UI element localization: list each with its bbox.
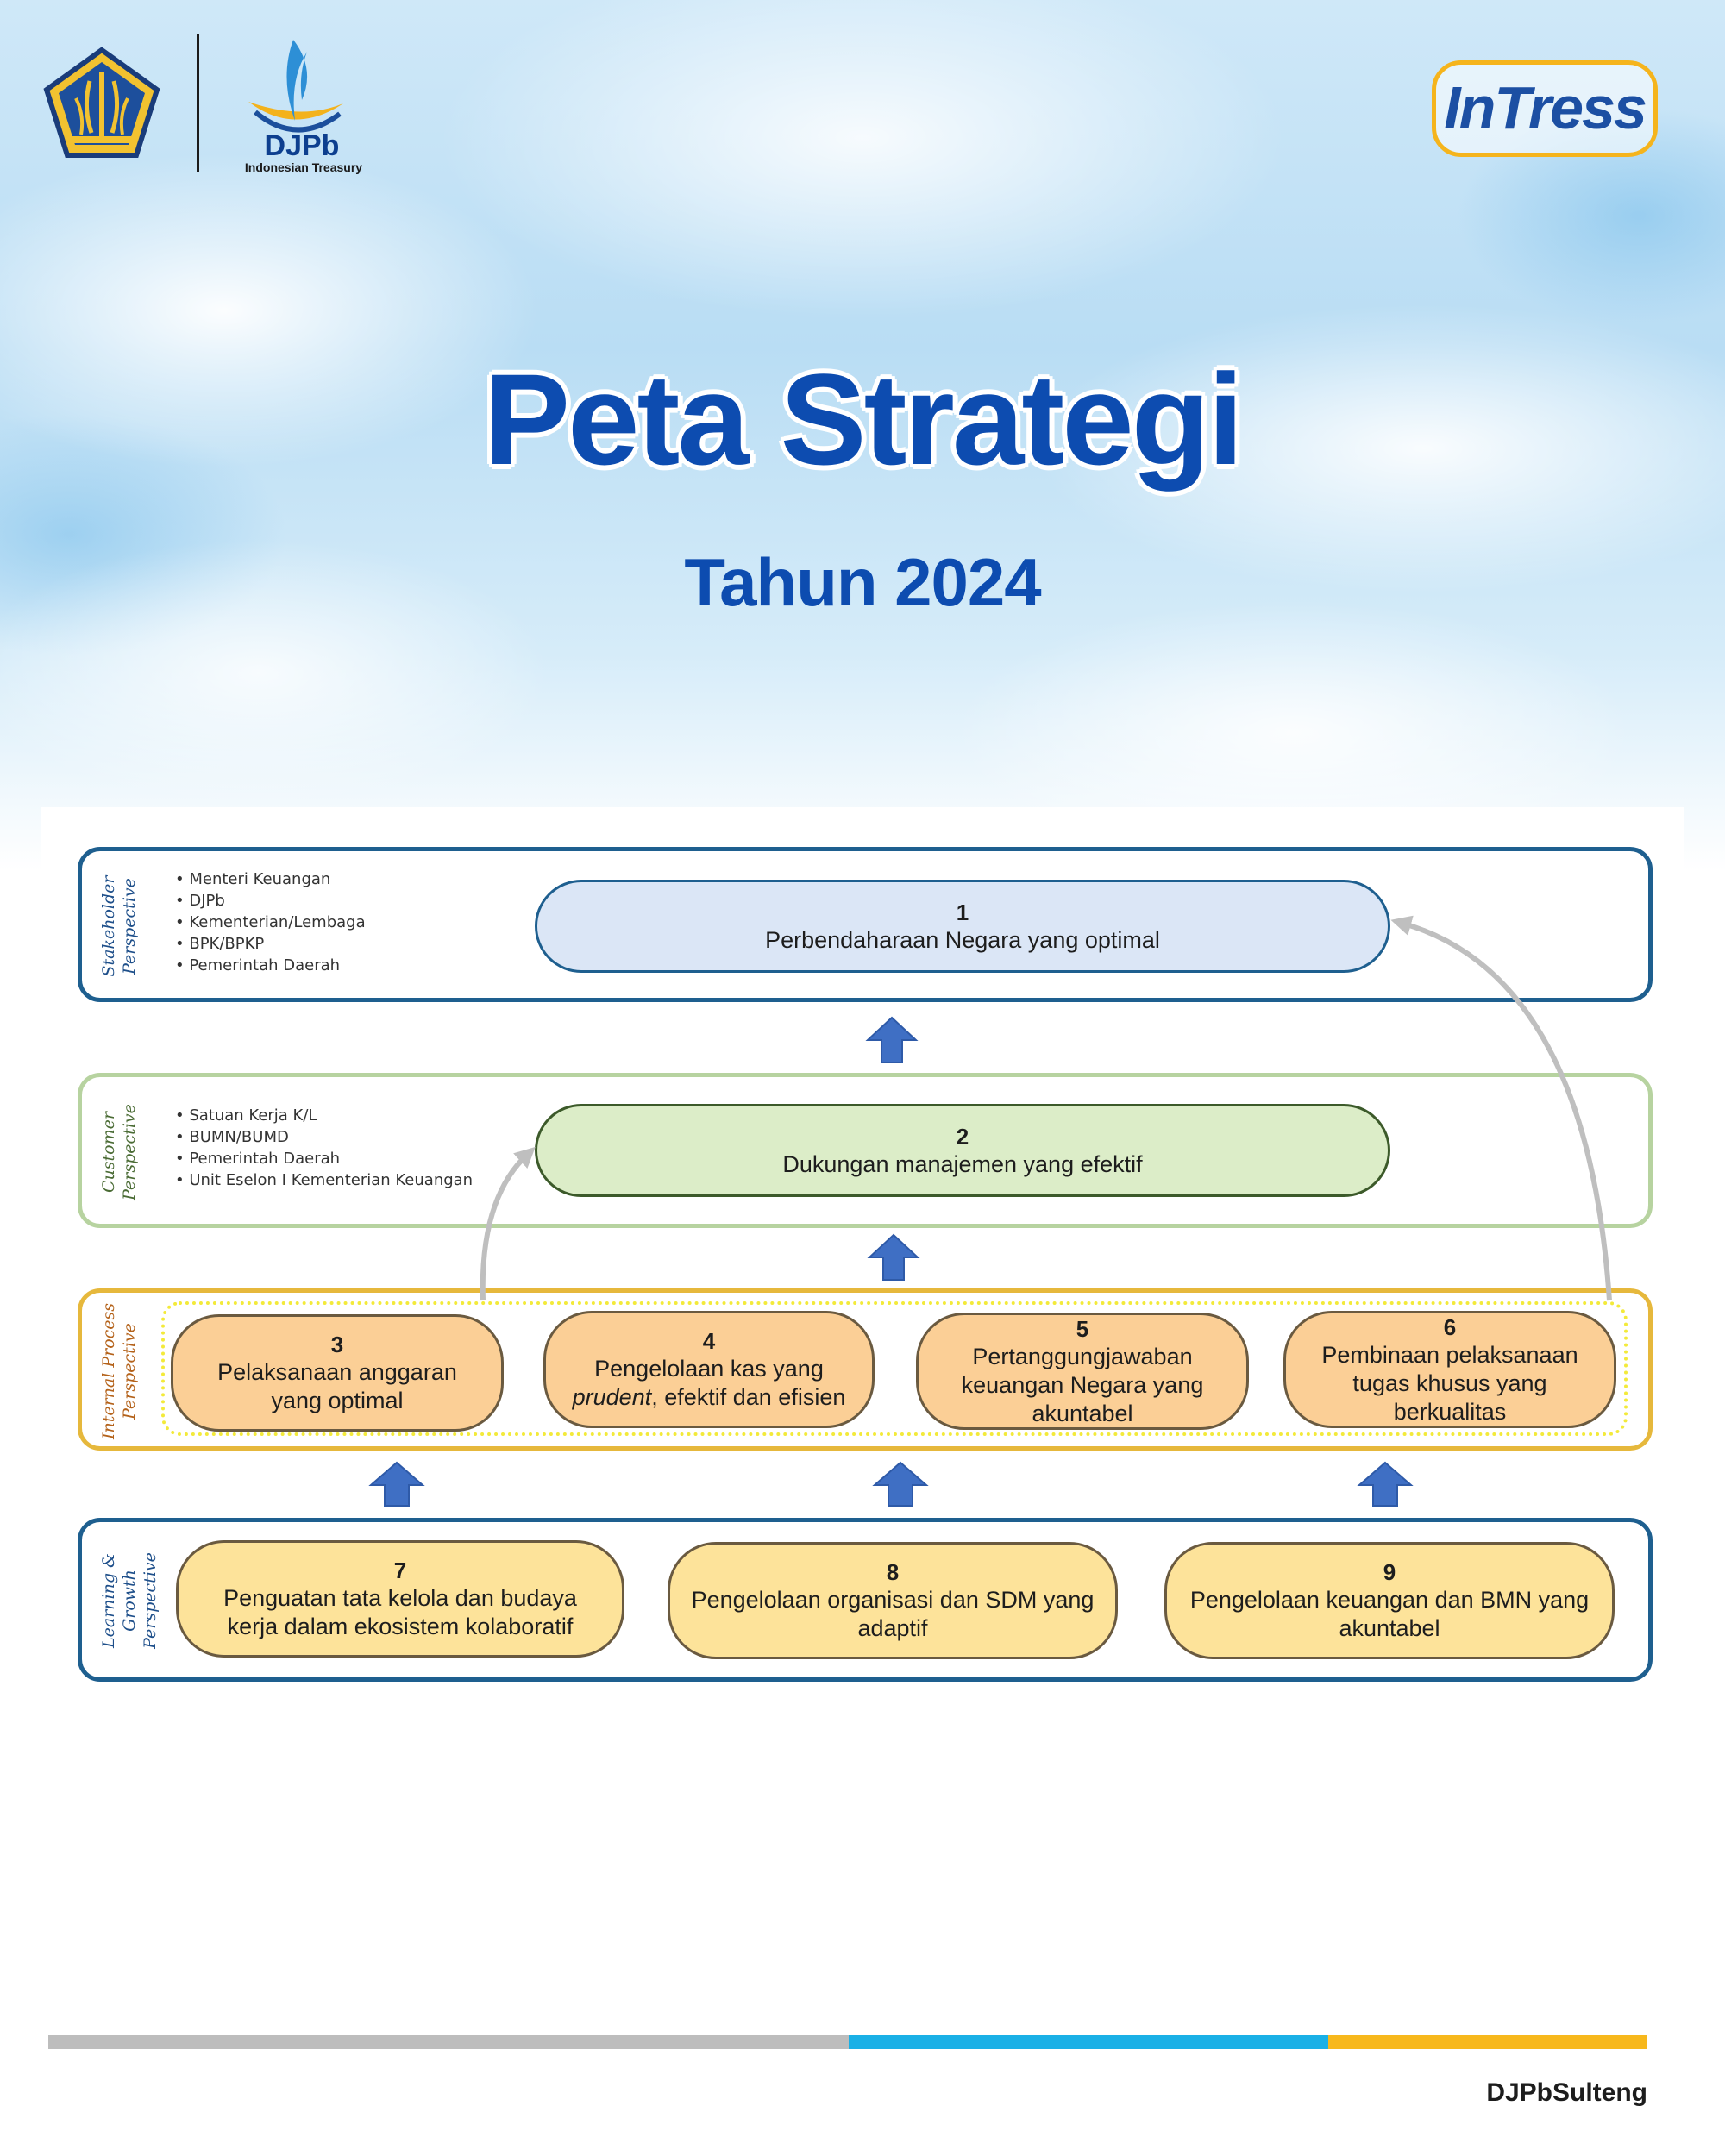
up-arrow-icon: [1357, 1461, 1414, 1507]
goal-3: 3 Pelaksanaan anggaran yang optimal: [171, 1314, 504, 1432]
bottom-bar-yellow: [1328, 2035, 1647, 2049]
kemenkeu-emblem-icon: [43, 47, 160, 158]
footer-account: DJPbSulteng: [1486, 2078, 1647, 2107]
djpb-logo-subtitle: Indonesian Treasury: [244, 160, 363, 174]
header-divider: [197, 34, 199, 172]
internal-process-perspective-row: Internal Process Perspective: [78, 1288, 1653, 1451]
customer-perspective-row: Customer Perspective Satuan Kerja K/L BU…: [78, 1073, 1653, 1228]
learning-growth-perspective-row: Learning & Growth Perspective: [78, 1518, 1653, 1682]
list-item: Pemerintah Daerah: [175, 955, 366, 976]
goal-8: 8 Pengelolaan organisasi dan SDM yang ad…: [668, 1542, 1118, 1659]
goal-7: 7 Penguatan tata kelola dan budaya kerja…: [176, 1540, 624, 1658]
list-item: BPK/BPKP: [175, 933, 366, 955]
list-item: Kementerian/Lembaga: [175, 912, 365, 933]
list-item: Menteri Keuangan: [175, 868, 366, 890]
intress-logo: InTress: [1432, 60, 1658, 157]
list-item: Pemerintah Daerah: [175, 1148, 473, 1169]
goal-6: 6 Pembinaan pelaksanaan tugas khusus yan…: [1283, 1311, 1616, 1428]
list-item: Unit Eselon I Kementerian Keuangan: [175, 1169, 473, 1191]
goal-9: 9 Pengelolaan keuangan dan BMN yang akun…: [1164, 1542, 1615, 1659]
gray-curve-arrow-6-to-1: [1390, 915, 1612, 1301]
djpb-logo-icon: [248, 40, 343, 133]
goal-1: 1 Perbendaharaan Negara yang optimal: [535, 880, 1390, 973]
up-arrow-icon: [867, 1233, 920, 1281]
page-title: Peta Strategi: [484, 347, 1244, 492]
djpb-logo-text: DJPb: [264, 129, 340, 162]
stakeholder-list: Menteri Keuangan DJPb Kementerian/Lembag…: [175, 868, 366, 976]
page-subtitle: Tahun 2024: [684, 544, 1041, 620]
stakeholder-perspective-row: Stakeholder Perspective Menteri Keuangan…: [78, 847, 1653, 1002]
internal-process-dotted-frame: [161, 1301, 1628, 1436]
list-item: BUMN/BUMD: [175, 1126, 473, 1148]
list-item: Satuan Kerja K/L: [175, 1105, 473, 1126]
list-item: DJPb: [175, 890, 366, 912]
customer-list: Satuan Kerja K/L BUMN/BUMD Pemerintah Da…: [175, 1105, 473, 1191]
up-arrow-icon: [872, 1461, 929, 1507]
gray-curve-arrow-3-to-2: [480, 1146, 536, 1301]
bottom-bar-blue: [849, 2035, 1328, 2049]
bottom-bar-gray: [48, 2035, 849, 2049]
intress-logo-text: InTress: [1444, 74, 1647, 141]
goal-4: 4 Pengelolaan kas yang prudent, efektif …: [543, 1311, 875, 1428]
goal-5: 5 Pertanggungjawaban keuangan Negara yan…: [916, 1313, 1249, 1430]
up-arrow-icon: [368, 1461, 425, 1507]
goal-2: 2 Dukungan manajemen yang efektif: [535, 1104, 1390, 1197]
up-arrow-icon: [865, 1016, 919, 1063]
